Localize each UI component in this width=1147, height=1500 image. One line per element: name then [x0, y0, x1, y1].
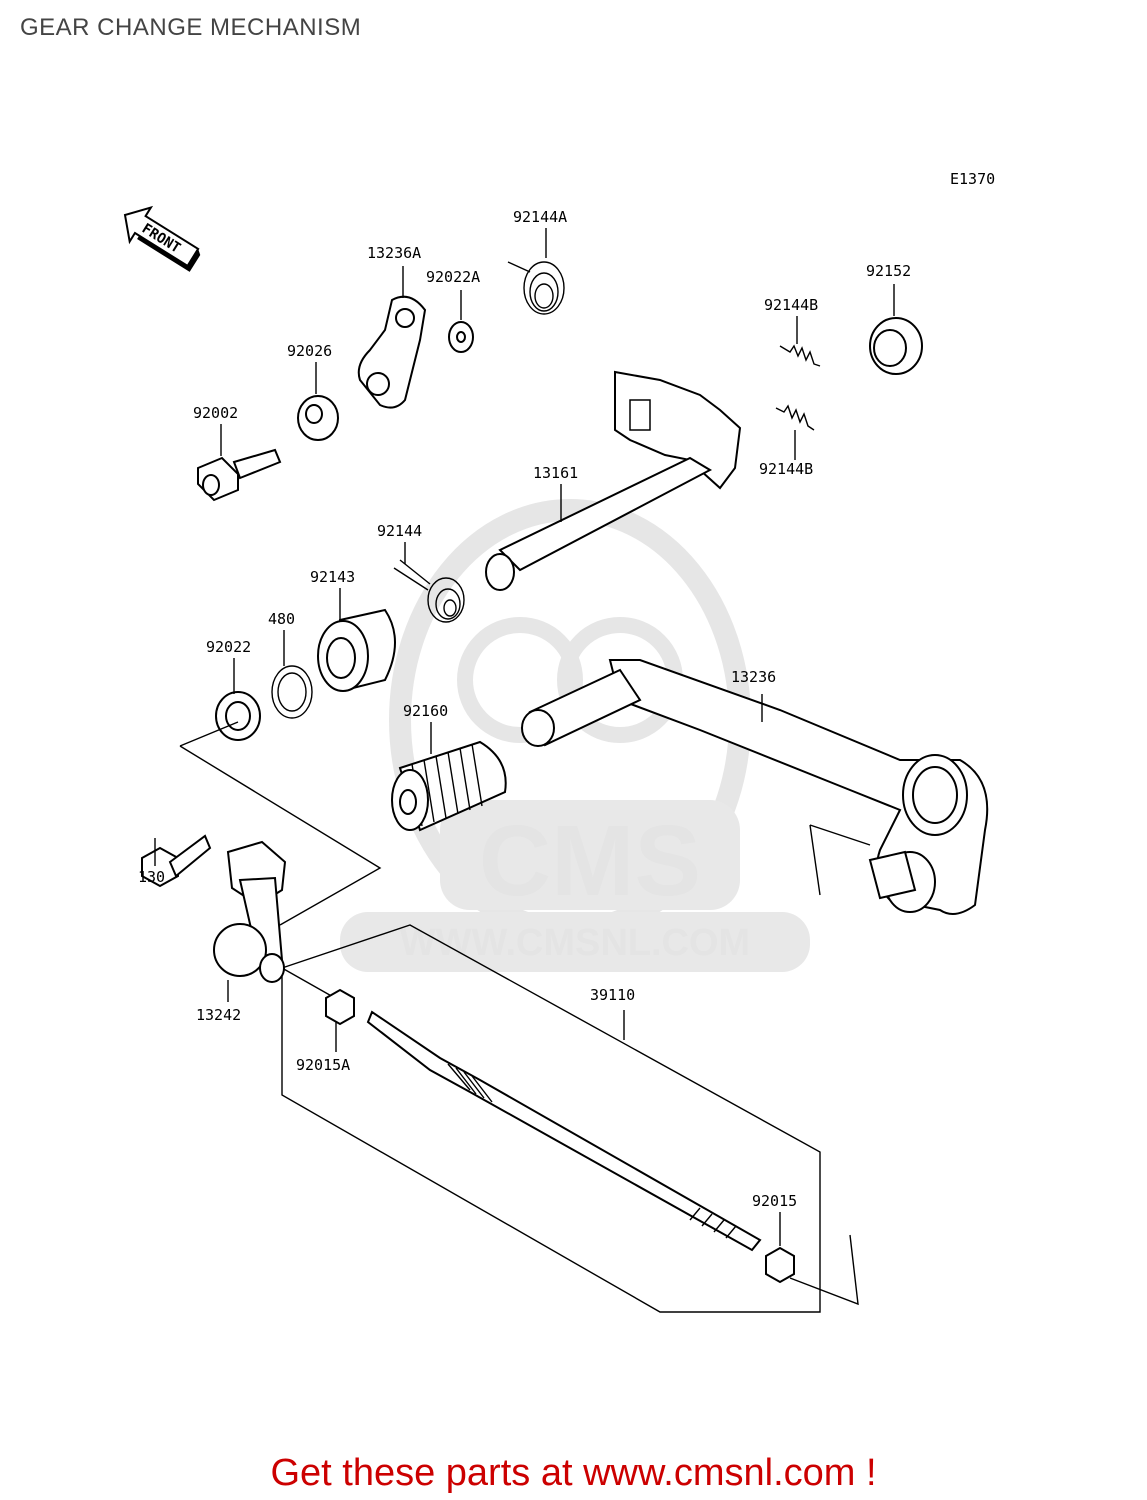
front-arrow-icon: FRONT — [123, 205, 201, 272]
part-label: 92022 — [206, 638, 251, 656]
part-label: 92022A — [426, 268, 480, 286]
part-label: 92015A — [296, 1056, 350, 1074]
spring-92144 — [393, 542, 465, 623]
part-label: 13161 — [533, 464, 578, 482]
part-label: 92015 — [752, 1192, 797, 1210]
spring-92144b-upper — [779, 316, 821, 367]
washer-92022a — [448, 290, 474, 353]
footer-link[interactable]: Get these parts at www.cmsnl.com ! — [270, 1452, 877, 1494]
part-label: 92144B — [764, 296, 818, 314]
part-label: 92026 — [287, 342, 332, 360]
spring-92144b-lower — [775, 404, 815, 460]
part-label: 92144 — [377, 522, 422, 540]
collar-92143 — [317, 588, 396, 692]
spring-92144a — [507, 228, 565, 315]
arm-13236a — [357, 266, 427, 409]
part-label: 92144A — [513, 208, 567, 226]
rubber-92160 — [391, 722, 507, 832]
watermark-logo: CMS — [479, 805, 701, 917]
shaft-13161 — [485, 370, 742, 591]
watermark-url: WWW.CMSNL.COM — [400, 922, 750, 964]
part-label: 92002 — [193, 404, 238, 422]
part-label: 92160 — [403, 702, 448, 720]
part-label: 13236A — [367, 244, 421, 262]
part-label: 92152 — [866, 262, 911, 280]
part-label: 13242 — [196, 1006, 241, 1024]
washer-92022 — [215, 658, 261, 741]
lever-13242 — [213, 840, 287, 1002]
part-label: 39110 — [590, 986, 635, 1004]
page-title: GEAR CHANGE MECHANISM — [20, 14, 362, 41]
part-label: 480 — [268, 610, 295, 628]
collar-92026 — [297, 362, 339, 441]
part-label: 13236 — [731, 668, 776, 686]
parts-diagram: CMS WWW.CMSNL.COM E1370 FRONT — [123, 170, 995, 1313]
rod-39110 — [366, 1010, 762, 1252]
bolt-130 — [141, 834, 212, 888]
part-label: 92144B — [759, 460, 813, 478]
part-label: 130 — [138, 868, 165, 886]
seal-92152 — [869, 284, 923, 375]
circlip-480 — [271, 630, 313, 719]
nut-92015a — [325, 988, 355, 1052]
pedal-13236 — [521, 659, 989, 915]
diagram-code: E1370 — [950, 170, 995, 188]
nut-92015 — [765, 1212, 795, 1284]
watermark: CMS WWW.CMSNL.COM — [340, 499, 810, 972]
part-label: 92143 — [310, 568, 355, 586]
bolt-92002 — [197, 424, 282, 502]
